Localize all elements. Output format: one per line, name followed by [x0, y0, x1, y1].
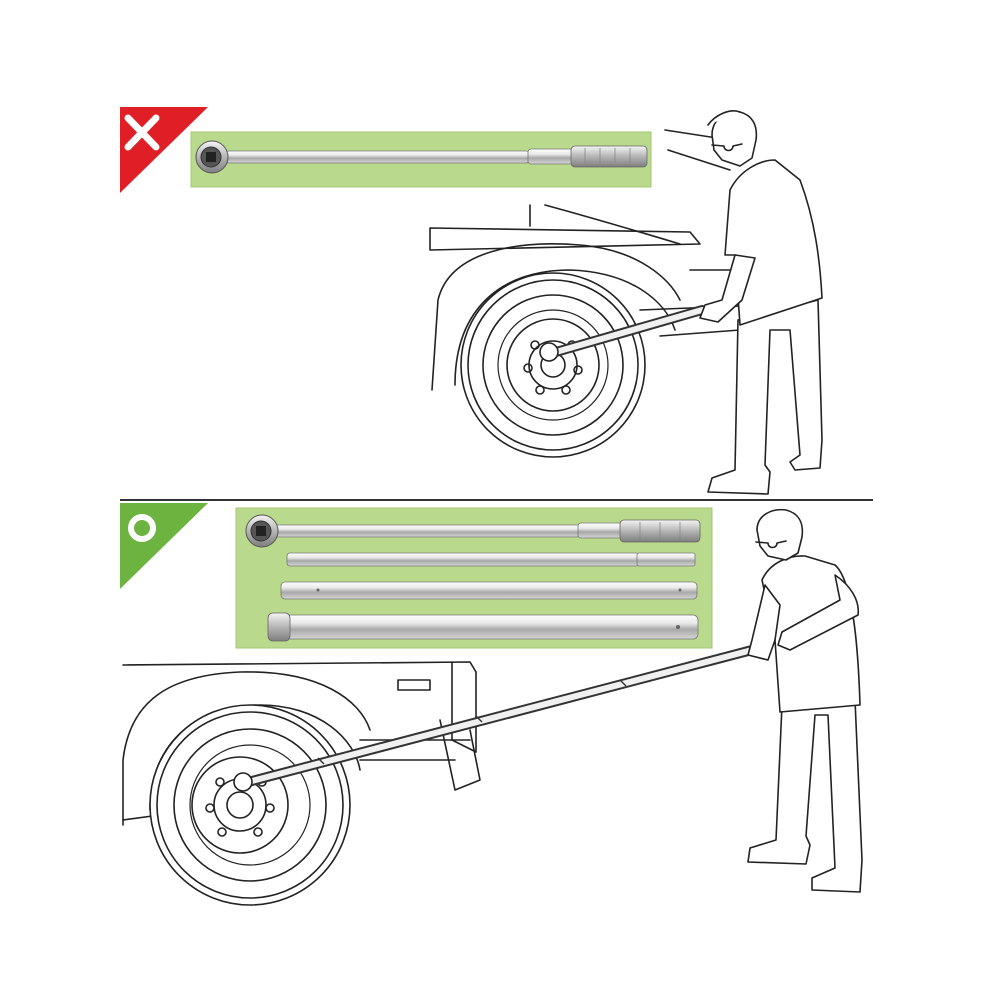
wrong-section: [120, 107, 823, 495]
tire: [460, 272, 646, 458]
wrong-badge: [120, 107, 208, 193]
right-wrench-in-use: [233, 645, 757, 792]
torque-wrench: [195, 140, 648, 174]
right-section: [120, 503, 863, 906]
circle-mark-icon: [128, 514, 156, 542]
wrong-technician-figure: [699, 110, 823, 495]
wrong-wrench-in-use: [539, 305, 707, 362]
right-truck-wheel-scene: [122, 661, 481, 906]
right-badge-triangle: [120, 503, 208, 589]
right-badge: [120, 503, 208, 589]
wrong-tool-panel: [190, 131, 652, 188]
ratchet-head-icon: [245, 514, 279, 548]
torque-wrench: [245, 514, 701, 548]
ratchet-head-icon: [195, 140, 229, 174]
extension-bar-2: [280, 581, 698, 600]
extension-bar-1: [286, 552, 696, 567]
wrong-truck-wheel-scene: [429, 129, 746, 458]
right-technician-figure: [747, 508, 863, 893]
right-tool-panel: [235, 507, 713, 649]
cross-mark-icon: [124, 114, 160, 151]
tire: [149, 704, 351, 906]
extension-bar-3: [267, 612, 699, 642]
